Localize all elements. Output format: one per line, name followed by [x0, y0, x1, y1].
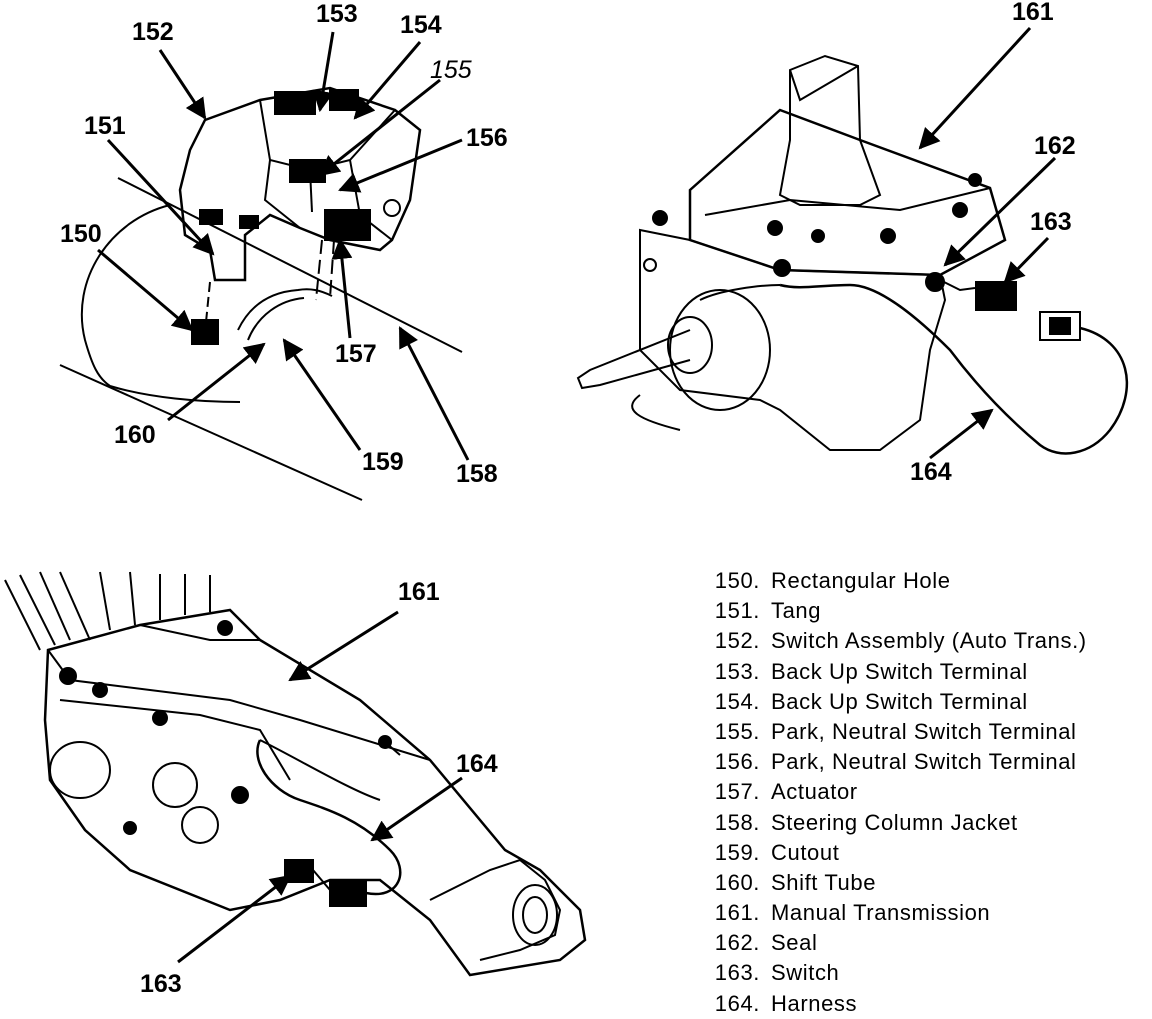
- legend-row: 164. Harness: [708, 989, 1148, 1019]
- callout-156: 156: [466, 124, 508, 152]
- legend-number: 150.: [714, 568, 760, 593]
- legend-row: 156. Park, Neutral Switch Terminal: [708, 747, 1148, 777]
- legend-row: 158. Steering Column Jacket: [708, 808, 1148, 838]
- legend-label: Switch: [771, 960, 840, 986]
- legend-row: 153. Back Up Switch Terminal: [708, 657, 1148, 687]
- legend-label: Seal: [771, 930, 818, 956]
- legend-label: Back Up Switch Terminal: [771, 688, 1028, 714]
- callout-159: 159: [362, 448, 404, 476]
- legend-number: 158.: [714, 809, 760, 835]
- legend-number: 157.: [714, 779, 760, 805]
- legend-label: Actuator: [771, 779, 858, 805]
- legend-row: 154. Back Up Switch Terminal: [708, 687, 1148, 717]
- callout-152: 152: [132, 18, 174, 46]
- legend-row: 163. Switch: [708, 958, 1148, 988]
- legend-number: 159.: [714, 839, 760, 865]
- legend-number: 161.: [714, 900, 760, 926]
- legend-number: 153.: [714, 658, 760, 684]
- callout-157: 157: [335, 340, 377, 368]
- callout-158: 158: [456, 460, 498, 488]
- callout-164-manual: 164: [910, 458, 952, 486]
- callout-161-manual: 161: [1012, 0, 1054, 26]
- legend-number: 163.: [714, 960, 760, 986]
- parts-legend: 150. Rectangular Hole 151. Tang 152. Switch…: [708, 566, 1148, 1019]
- legend-row: 160. Shift Tube: [708, 868, 1148, 898]
- callout-153: 153: [316, 0, 358, 28]
- manual-transmission-illustration: [576, 54, 1129, 455]
- legend-label: Park, Neutral Switch Terminal: [771, 718, 1077, 744]
- callout-163-auto: 163: [140, 970, 182, 998]
- automatic-transmission-illustration: [4, 571, 587, 977]
- legend-label: Cutout: [771, 839, 840, 865]
- callout-155: 155: [430, 56, 472, 84]
- legend-number: 155.: [714, 718, 760, 744]
- legend-label: Back Up Switch Terminal: [771, 658, 1028, 684]
- legend-row: 155. Park, Neutral Switch Terminal: [708, 717, 1148, 747]
- legend-number: 156.: [714, 749, 760, 775]
- steering-column-illustration: [59, 86, 463, 501]
- legend-number: 151.: [714, 598, 760, 624]
- legend-row: 151. Tang: [708, 596, 1148, 626]
- callout-162: 162: [1034, 132, 1076, 160]
- legend-number: 164.: [714, 990, 760, 1016]
- callout-154: 154: [400, 11, 442, 39]
- legend-row: 161. Manual Transmission: [708, 898, 1148, 928]
- legend-number: 160.: [714, 869, 760, 895]
- callout-150: 150: [60, 220, 102, 248]
- callout-161-auto: 161: [398, 578, 440, 606]
- legend-label: Switch Assembly (Auto Trans.): [771, 628, 1087, 654]
- legend-row: 157. Actuator: [708, 777, 1148, 807]
- legend-row: 150. Rectangular Hole: [708, 566, 1148, 596]
- callout-leaders-bottom-left: [177, 610, 463, 964]
- callout-160: 160: [114, 421, 156, 449]
- callout-leaders-top-right: [918, 26, 1057, 460]
- callout-164-auto: 164: [456, 750, 498, 778]
- legend-label: Manual Transmission: [771, 900, 991, 926]
- callout-151: 151: [84, 112, 126, 140]
- legend-row: 152. Switch Assembly (Auto Trans.): [708, 626, 1148, 656]
- legend-label: Park, Neutral Switch Terminal: [771, 749, 1077, 775]
- legend-number: 152.: [714, 628, 760, 654]
- legend-row: 162. Seal: [708, 928, 1148, 958]
- callout-leaders-top-left: [97, 31, 470, 461]
- legend-number: 162.: [714, 930, 760, 956]
- legend-label: Tang: [771, 598, 822, 624]
- legend-label: Shift Tube: [771, 869, 877, 895]
- legend-label: Steering Column Jacket: [771, 809, 1018, 835]
- legend-label: Rectangular Hole: [771, 568, 951, 593]
- callout-163-manual: 163: [1030, 208, 1072, 236]
- legend-row: 159. Cutout: [708, 838, 1148, 868]
- legend-number: 154.: [714, 688, 760, 714]
- legend-label: Harness: [771, 990, 858, 1016]
